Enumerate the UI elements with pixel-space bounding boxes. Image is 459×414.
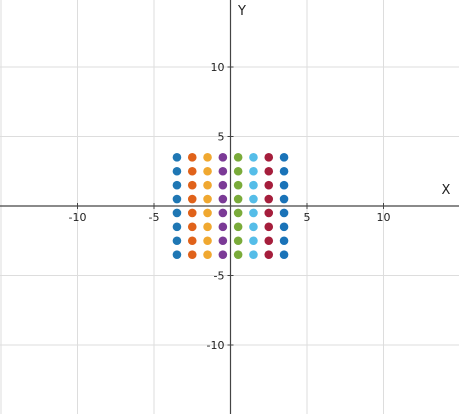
data-point: [264, 153, 274, 162]
data-point: [218, 180, 228, 190]
data-point: [172, 166, 182, 176]
data-point: [249, 153, 258, 162]
x-tick-labels: -10 -5 5 10: [69, 211, 391, 224]
data-point: [187, 166, 197, 176]
x-tick-label: 5: [304, 211, 311, 224]
data-point: [264, 222, 274, 232]
data-point: [172, 194, 182, 204]
x-tick-label: 10: [377, 211, 391, 224]
data-point: [172, 208, 182, 218]
x-axis-title: X: [442, 183, 451, 198]
data-point: [264, 180, 274, 190]
data-point: [279, 250, 289, 259]
y-axis-title: Y: [237, 4, 246, 19]
data-point: [249, 166, 258, 176]
data-point: [203, 222, 212, 232]
data-point: [203, 166, 212, 176]
data-point: [187, 222, 197, 232]
data-point: [203, 180, 212, 190]
data-point: [172, 153, 182, 162]
data-point: [264, 208, 274, 218]
data-point: [249, 250, 258, 259]
data-point: [279, 180, 289, 190]
data-point: [203, 250, 212, 259]
data-point: [279, 208, 289, 218]
data-point: [203, 194, 212, 204]
data-point: [203, 236, 212, 246]
data-point: [218, 222, 228, 232]
data-point: [279, 222, 289, 232]
data-point: [203, 153, 212, 162]
data-point: [249, 222, 258, 232]
data-point: [218, 194, 228, 204]
data-point: [233, 166, 243, 176]
data-point: [233, 153, 243, 162]
x-tick-label: -10: [69, 211, 87, 224]
data-point: [233, 194, 243, 204]
data-point: [218, 236, 228, 246]
data-point: [218, 153, 228, 162]
data-point: [172, 222, 182, 232]
y-tick-label: 10: [211, 61, 225, 74]
data-point: [249, 180, 258, 190]
data-point: [264, 250, 274, 259]
data-point: [233, 222, 243, 232]
data-point: [249, 194, 258, 204]
data-point: [233, 250, 243, 259]
data-point: [187, 180, 197, 190]
data-point: [172, 180, 182, 190]
data-point: [279, 194, 289, 204]
data-point: [233, 236, 243, 246]
data-point: [218, 250, 228, 259]
data-point: [218, 166, 228, 176]
data-point: [233, 180, 243, 190]
data-point: [203, 208, 212, 218]
data-point: [187, 208, 197, 218]
data-point: [172, 250, 182, 259]
y-tick-labels: 10 5 -5 -10: [207, 61, 225, 352]
data-point: [187, 250, 197, 259]
data-point: [249, 236, 258, 246]
x-tick-label: -5: [149, 211, 160, 224]
data-point: [249, 208, 258, 218]
data-point: [279, 153, 289, 162]
y-tick-label: -10: [207, 339, 225, 352]
data-point: [279, 166, 289, 176]
data-point: [218, 208, 228, 218]
data-point: [264, 236, 274, 246]
data-point: [187, 236, 197, 246]
data-point: [187, 194, 197, 204]
data-points: [172, 153, 289, 259]
y-tick-label: 5: [218, 131, 225, 144]
data-point: [264, 166, 274, 176]
data-point: [172, 236, 182, 246]
data-point: [233, 208, 243, 218]
data-point: [264, 194, 274, 204]
y-tick-label: -5: [214, 270, 225, 283]
data-point: [187, 153, 197, 162]
data-point: [279, 236, 289, 246]
